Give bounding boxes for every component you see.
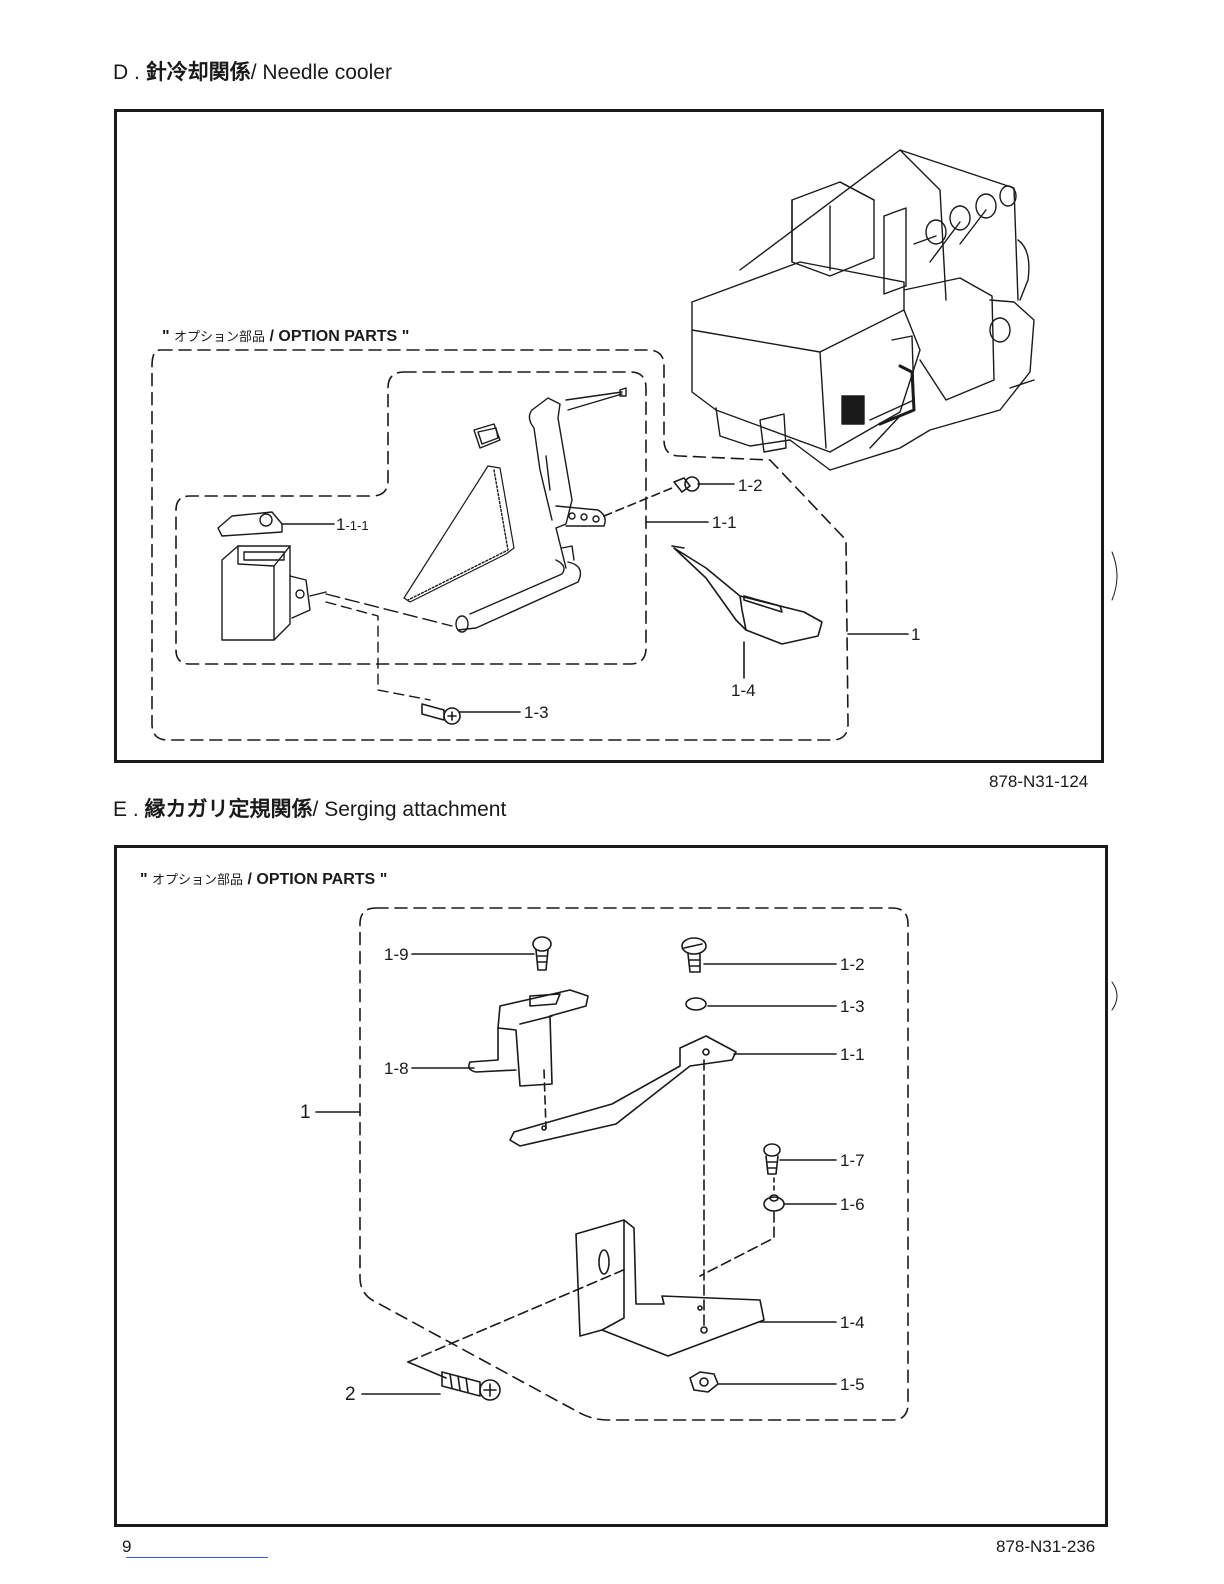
label-d-1: 1 — [911, 626, 920, 643]
label-e-1-4: 1-4 — [840, 1314, 865, 1331]
e-base-plate-1-4 — [576, 1220, 764, 1356]
d-screw-1-2 — [604, 477, 699, 516]
label-e-1-2: 1-2 — [840, 956, 865, 973]
punch-hole — [1112, 552, 1117, 600]
e-screw-1-2 — [682, 938, 706, 972]
label-e-1-1: 1-1 — [840, 1046, 865, 1063]
e-nut-1-5 — [690, 1372, 718, 1392]
label-e-1-5: 1-5 — [840, 1376, 865, 1393]
label-d-1-3: 1-3 — [524, 704, 549, 721]
d-group1-1-boundary — [176, 372, 646, 664]
e-washer-1-3 — [686, 998, 706, 1010]
e-screw-1-7 — [764, 1144, 780, 1174]
label-e-1-7: 1-7 — [840, 1152, 865, 1169]
label-e-1: 1 — [300, 1103, 311, 1122]
label-d-1-4: 1-4 — [731, 682, 756, 699]
e-spacer-1-6 — [764, 1195, 784, 1211]
needle-cooler-nozzle — [404, 388, 626, 632]
label-e-2: 2 — [345, 1385, 356, 1404]
oil-tank — [218, 512, 452, 700]
e-screw-1-9 — [533, 937, 551, 970]
sewing-machine-drawing — [692, 150, 1034, 470]
label-e-1-9: 1-9 — [384, 946, 409, 963]
label-d-1-2: 1-2 — [738, 477, 763, 494]
label-e-1-8: 1-8 — [384, 1060, 409, 1077]
oiler-bottle — [672, 546, 822, 644]
label-e-1-3: 1-3 — [840, 998, 865, 1015]
e-bracket-1-8 — [469, 990, 588, 1086]
e-guide-plate-1-1 — [510, 1036, 736, 1146]
label-d-1-1: 1-1 — [712, 514, 737, 531]
label-e-1-6: 1-6 — [840, 1196, 865, 1213]
punch-hole — [1112, 982, 1117, 1010]
d-screw-1-3 — [422, 704, 460, 724]
label-d-1-1-1: 1-1-1 — [336, 516, 369, 533]
